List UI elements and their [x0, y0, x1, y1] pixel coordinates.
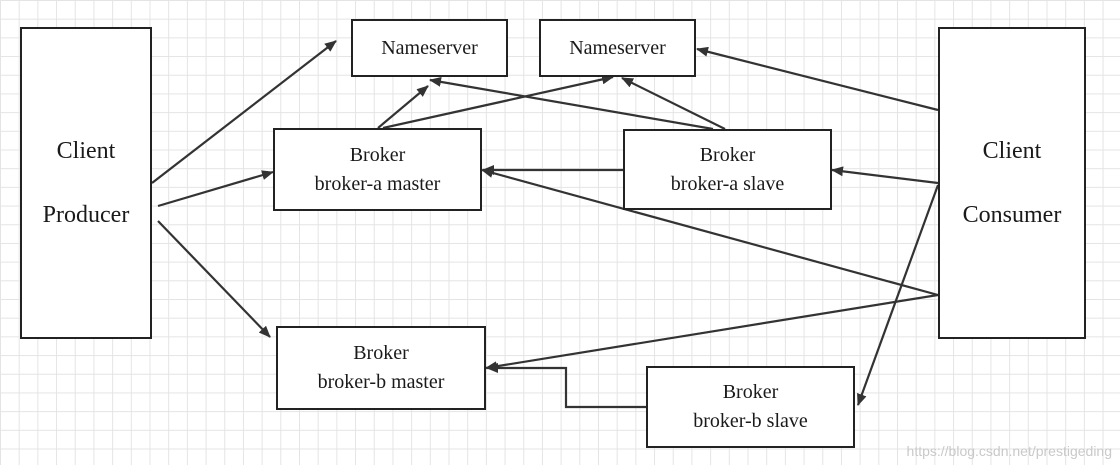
consumer-subtitle: Consumer: [962, 202, 1062, 228]
producer-title: Client: [56, 138, 116, 164]
arrow-broker-a-slave-to-ns1: [429, 76, 714, 131]
broker-a-slave-type: Broker: [699, 143, 756, 166]
nameserver-2-label: Nameserver: [569, 36, 666, 59]
nameserver-1-label: Nameserver: [381, 36, 478, 59]
consumer-title: Client: [982, 138, 1042, 164]
arrow-broker-a-master-to-ns2: [382, 74, 614, 130]
arrow-consumer-to-broker-b-master: [485, 293, 939, 372]
arrow-consumer-to-ns2: [696, 46, 939, 112]
client-producer-box: Client Producer: [20, 27, 152, 339]
broker-a-master-box: Broker broker-a master: [273, 128, 482, 211]
broker-b-slave-name: broker-b slave: [693, 410, 808, 432]
client-consumer-box: Client Consumer: [938, 27, 1086, 339]
arrow-producer-to-broker-a-master: [157, 170, 274, 208]
arrow-producer-to-broker-b-master: [157, 220, 271, 338]
broker-b-slave-type: Broker: [722, 381, 779, 403]
arrow-consumer-to-broker-a-master: [481, 168, 939, 297]
watermark-url: https://blog.csdn.net/prestigeding: [906, 443, 1112, 459]
broker-a-slave-box: Broker broker-a slave: [623, 129, 832, 210]
arrow-consumer-to-broker-b-slave: [856, 184, 940, 406]
arrow-producer-to-ns1: [151, 40, 337, 184]
broker-b-slave-box: Broker broker-b slave: [646, 366, 855, 448]
arrow-broker-a-slave-to-ns2: [621, 77, 726, 130]
broker-b-master-name: broker-b master: [317, 371, 445, 393]
arrow-broker-b-slave-to-broker-b-master: [486, 363, 646, 409]
broker-a-slave-name: broker-a slave: [670, 172, 785, 195]
nameserver-box-2: Nameserver: [539, 19, 696, 77]
broker-a-master-name: broker-a master: [314, 172, 441, 195]
nameserver-box-1: Nameserver: [351, 19, 508, 77]
broker-b-master-box: Broker broker-b master: [276, 326, 486, 410]
producer-subtitle: Producer: [42, 202, 130, 228]
arrow-broker-a-master-to-ns1: [377, 85, 429, 129]
broker-b-master-type: Broker: [353, 342, 409, 364]
broker-a-master-type: Broker: [349, 143, 406, 166]
arrow-consumer-to-broker-a-slave: [831, 166, 939, 185]
